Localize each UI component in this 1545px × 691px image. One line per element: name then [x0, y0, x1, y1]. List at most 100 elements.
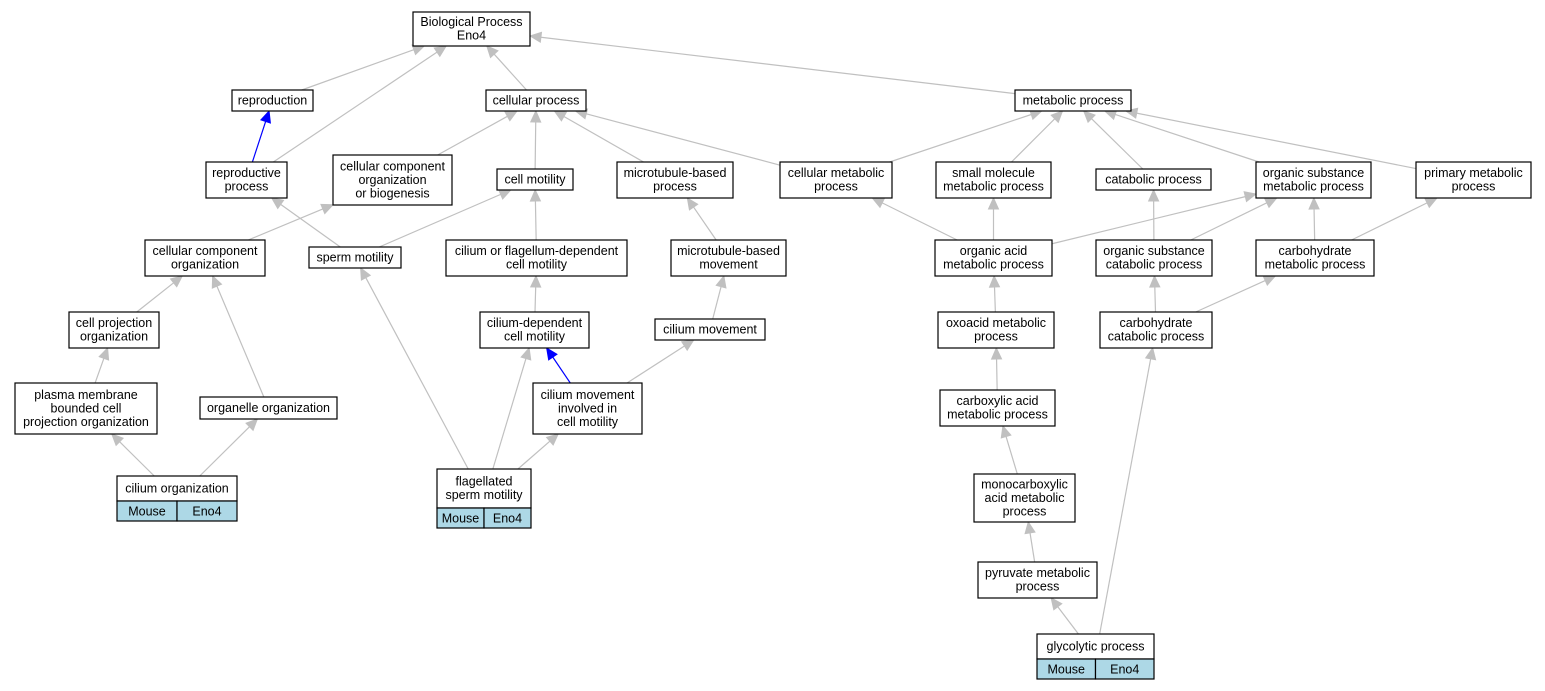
term-box[interactable]: [1095, 239, 1213, 277]
term-box[interactable]: [1415, 161, 1532, 199]
term-label: sperm motility: [445, 488, 523, 502]
term-node-cell_motility[interactable]: cell motility: [496, 168, 574, 191]
edge-line: [889, 113, 1032, 163]
term-box[interactable]: [670, 239, 787, 277]
term-box[interactable]: [485, 89, 587, 112]
term-box[interactable]: [412, 11, 531, 47]
term-label: cilium organization: [125, 481, 229, 495]
term-label: sperm motility: [316, 250, 394, 264]
edge-line: [993, 286, 996, 313]
edge-flag_sperm-to-cilium_mov_motility: [517, 433, 560, 470]
term-box[interactable]: [1036, 633, 1155, 660]
arrow-head-icon: [987, 196, 1000, 210]
annotation-label: Mouse: [442, 512, 480, 526]
term-label: acid metabolic: [985, 491, 1065, 505]
arrow-head-icon: [529, 109, 542, 123]
edge-line: [881, 202, 958, 241]
term-box[interactable]: [436, 468, 532, 509]
term-box[interactable]: [616, 161, 734, 199]
term-box[interactable]: [205, 161, 288, 199]
edge-metabolic_process-to-bp: [528, 31, 1016, 95]
term-box[interactable]: [445, 239, 628, 277]
term-box[interactable]: [199, 396, 338, 420]
arrow-head-icon: [1147, 188, 1160, 202]
term-box[interactable]: [144, 239, 266, 277]
edge-line: [1115, 113, 1260, 163]
term-box[interactable]: [14, 382, 158, 435]
edge-line: [1313, 208, 1316, 241]
arrow-head-icon: [360, 266, 372, 281]
arrow-head-icon: [545, 433, 560, 446]
term-label: process: [1003, 504, 1047, 518]
term-box[interactable]: [654, 318, 766, 341]
term-box[interactable]: [779, 161, 893, 199]
term-label: process: [1016, 580, 1060, 594]
edge-line: [199, 426, 250, 477]
term-box[interactable]: [308, 246, 402, 269]
term-box[interactable]: [496, 168, 574, 191]
term-box[interactable]: [116, 475, 238, 502]
term-box[interactable]: [1255, 239, 1375, 277]
term-box[interactable]: [1099, 311, 1213, 349]
term-label: cilium movement: [541, 388, 635, 402]
edge-carb_met-to-primary_met: [1351, 197, 1439, 241]
term-box[interactable]: [332, 154, 453, 206]
term-box[interactable]: [479, 311, 590, 349]
term-node-sperm_motility[interactable]: sperm motility: [308, 246, 402, 269]
term-box[interactable]: [231, 89, 314, 112]
term-box[interactable]: [935, 161, 1052, 199]
term-node-cilium_movement[interactable]: cilium movement: [654, 318, 766, 341]
edge-line: [1029, 532, 1036, 563]
term-node-cellular_process[interactable]: cellular process: [485, 89, 587, 112]
term-box[interactable]: [977, 561, 1098, 599]
arrow-head-icon: [1308, 196, 1320, 210]
term-box[interactable]: [532, 382, 643, 435]
term-box[interactable]: [1014, 89, 1132, 112]
term-box[interactable]: [1255, 161, 1372, 199]
term-node-catabolic[interactable]: catabolic process: [1095, 168, 1212, 191]
arrow-head-icon: [169, 275, 184, 288]
arrow-head-icon: [1424, 197, 1439, 209]
term-box[interactable]: [973, 473, 1076, 523]
term-node-reproduction[interactable]: reproduction: [231, 89, 314, 112]
edge-line: [712, 286, 722, 320]
term-box[interactable]: [939, 389, 1056, 427]
arrow-head-icon: [680, 339, 695, 352]
edge-line: [534, 121, 537, 170]
edge-line: [1005, 436, 1018, 475]
term-node-metabolic_process[interactable]: metabolic process: [1014, 89, 1132, 112]
term-box[interactable]: [68, 311, 160, 349]
term-box[interactable]: [937, 311, 1055, 349]
term-box[interactable]: [934, 239, 1053, 277]
term-node-organelle_org[interactable]: organelle organization: [199, 396, 338, 420]
term-box[interactable]: [1095, 168, 1212, 191]
arrow-head-icon: [1082, 110, 1096, 124]
